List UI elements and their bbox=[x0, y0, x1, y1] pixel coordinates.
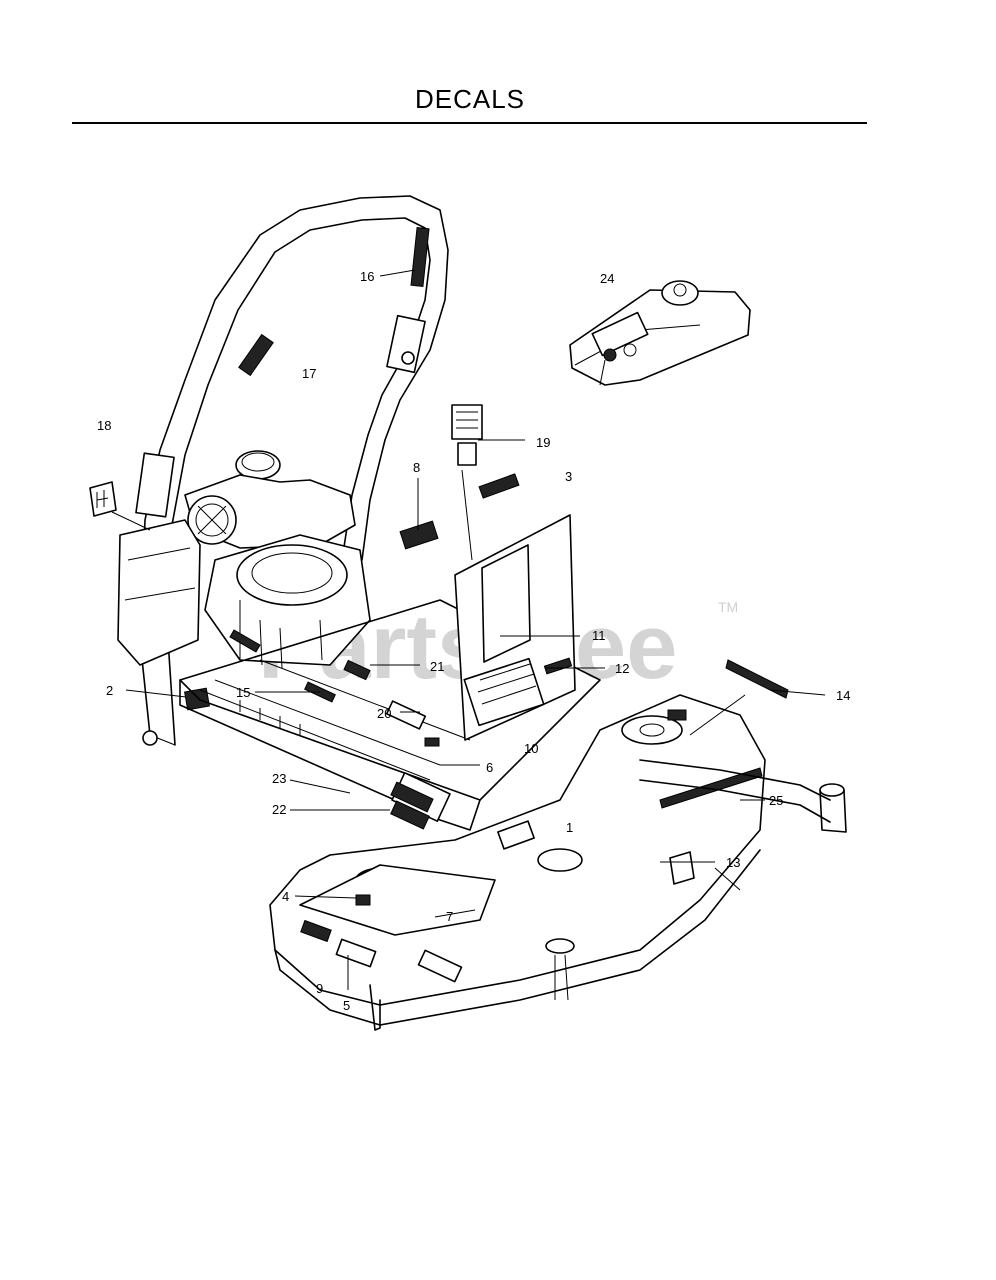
callout-18: 18 bbox=[97, 418, 111, 433]
callout-20: 20 bbox=[377, 706, 391, 721]
callouts: 1 2 3 4 5 6 7 8 9 10 11 12 13 14 15 16 1… bbox=[97, 269, 850, 1013]
callout-11: 11 bbox=[592, 628, 606, 643]
callout-7: 7 bbox=[446, 909, 453, 924]
callout-16: 16 bbox=[360, 269, 374, 284]
callout-21: 21 bbox=[430, 659, 444, 674]
caster-arm bbox=[639, 759, 847, 833]
callout-17: 17 bbox=[302, 366, 316, 381]
callout-3: 3 bbox=[565, 469, 572, 484]
callout-5: 5 bbox=[343, 998, 350, 1013]
callout-6: 6 bbox=[486, 760, 493, 775]
callout-10: 10 bbox=[524, 741, 538, 756]
callout-9: 9 bbox=[316, 981, 323, 996]
left-side-panel bbox=[89, 481, 210, 711]
control-panel bbox=[569, 280, 751, 386]
callout-15: 15 bbox=[236, 685, 250, 700]
callout-2: 2 bbox=[106, 683, 113, 698]
mower-deck bbox=[269, 694, 766, 1031]
callout-13: 13 bbox=[726, 855, 740, 870]
title-rule bbox=[72, 122, 867, 124]
callout-19: 19 bbox=[536, 435, 550, 450]
callout-23: 23 bbox=[272, 771, 286, 786]
callout-4: 4 bbox=[282, 889, 289, 904]
engine bbox=[184, 450, 371, 669]
callout-1: 1 bbox=[566, 820, 573, 835]
callout-22: 22 bbox=[272, 802, 286, 817]
callout-12: 12 bbox=[615, 661, 629, 676]
page-title: DECALS bbox=[414, 84, 526, 114]
rear-plate bbox=[399, 404, 576, 741]
callout-8: 8 bbox=[413, 460, 420, 475]
callout-14: 14 bbox=[836, 688, 850, 703]
callout-24: 24 bbox=[600, 271, 614, 286]
handle-14 bbox=[725, 659, 789, 699]
leader-lines bbox=[111, 269, 826, 990]
callout-25: 25 bbox=[769, 793, 783, 808]
watermark-tm: TM bbox=[718, 599, 738, 615]
